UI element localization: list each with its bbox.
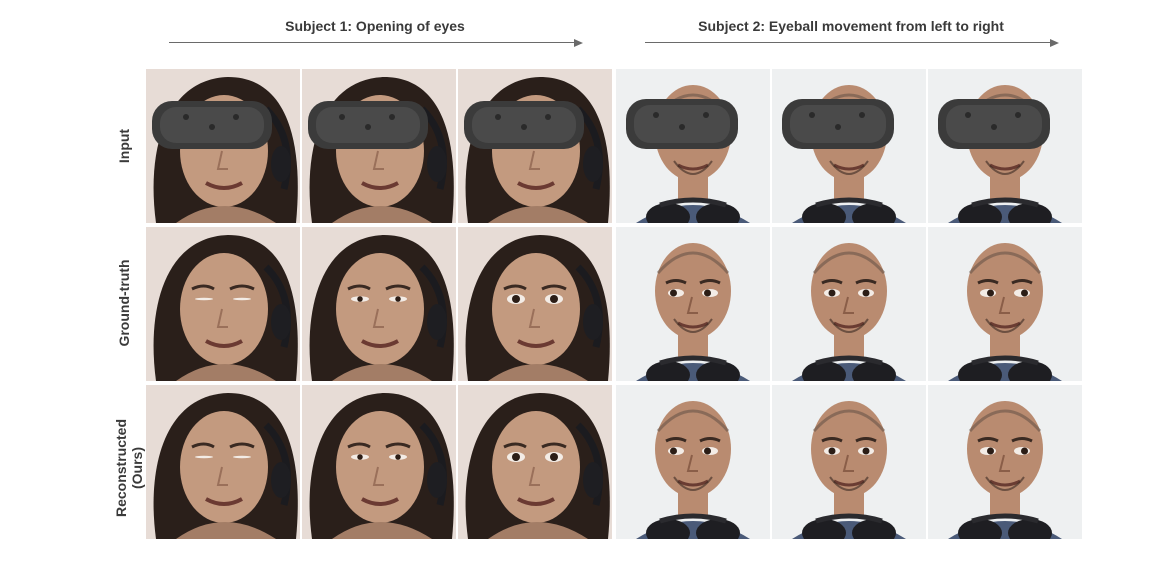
- row-label-ground-truth: Ground-truth: [116, 243, 132, 363]
- image-ground-truth-subject1-frame3: [458, 227, 612, 381]
- image-input-subject2-frame3: [928, 69, 1082, 223]
- row-label-input: Input: [116, 86, 132, 206]
- image-input-subject1-frame1: [146, 69, 300, 223]
- image-input-subject2-frame1: [616, 69, 770, 223]
- image-reconstructed-subject1-frame3: [458, 385, 612, 539]
- image-reconstructed-subject1-frame2: [302, 385, 456, 539]
- image-ground-truth-subject2-frame2: [772, 227, 926, 381]
- image-ground-truth-subject1-frame1: [146, 227, 300, 381]
- image-reconstructed-subject2-frame3: [928, 385, 1082, 539]
- image-reconstructed-subject2-frame1: [616, 385, 770, 539]
- subject2-arrowhead: [1050, 38, 1059, 47]
- image-grid: [146, 69, 1083, 542]
- image-ground-truth-subject2-frame1: [616, 227, 770, 381]
- image-reconstructed-subject1-frame1: [146, 385, 300, 539]
- row-label-input-text: Input: [116, 128, 132, 164]
- subject1-arrow: [169, 42, 575, 44]
- image-reconstructed-subject2-frame2: [772, 385, 926, 539]
- image-ground-truth-subject1-frame2: [302, 227, 456, 381]
- row-label-reconstructed: Reconstructed (Ours): [113, 398, 145, 538]
- image-ground-truth-subject2-frame3: [928, 227, 1082, 381]
- image-input-subject2-frame2: [772, 69, 926, 223]
- row-label-reconstructed-subtext: (Ours): [129, 447, 145, 489]
- row-label-ground-truth-text: Ground-truth: [116, 259, 132, 347]
- subject2-arrow: [645, 42, 1051, 44]
- subject1-arrowhead: [574, 38, 583, 47]
- subject1-title: Subject 1: Opening of eyes: [285, 18, 465, 34]
- subject2-title: Subject 2: Eyeball movement from left to…: [698, 18, 1004, 34]
- row-label-reconstructed-text: Reconstructed: [113, 418, 129, 518]
- image-input-subject1-frame2: [302, 69, 456, 223]
- image-input-subject1-frame3: [458, 69, 612, 223]
